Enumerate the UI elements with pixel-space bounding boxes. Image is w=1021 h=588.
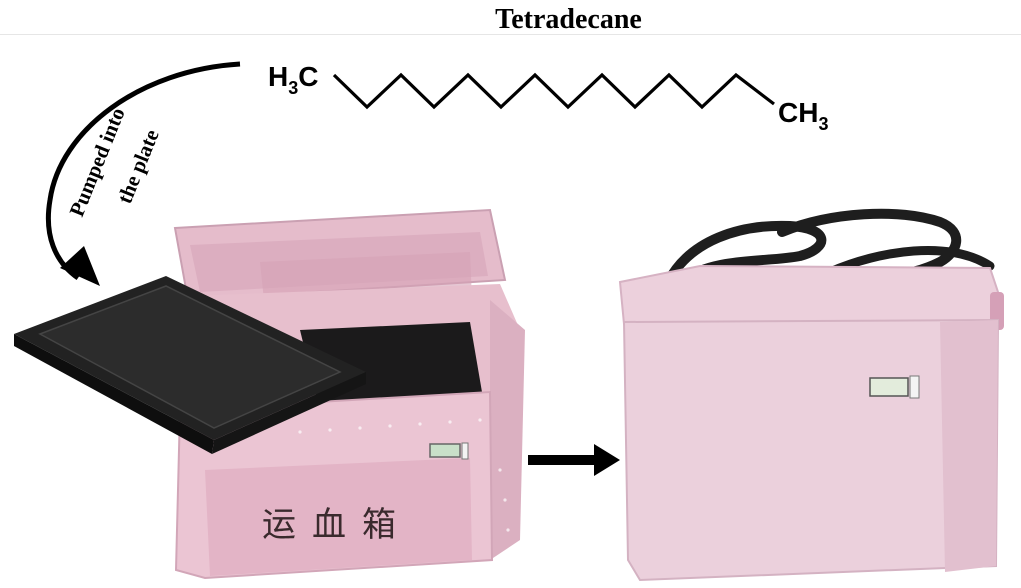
box-strap [663, 220, 827, 287]
figure-title: Tetradecane [495, 4, 642, 35]
closed-cooler-box [618, 208, 1004, 582]
box-label-panel [205, 458, 472, 576]
arrow-label-line2: the plate [112, 126, 163, 207]
curved-arrow-icon [45, 61, 241, 281]
right-arrow-icon [594, 444, 620, 476]
closed-box-lid [618, 264, 1002, 326]
tetradecane-structure: H3C CH3 [268, 61, 828, 134]
left-methyl-label: H3C [268, 61, 318, 98]
title-divider [0, 34, 1021, 35]
cold-storage-plate [14, 276, 366, 454]
curved-arrow-head [60, 246, 100, 286]
carbon-chain [332, 72, 775, 110]
box-chinese-label: 运血箱 [262, 505, 412, 545]
transition-arrow [528, 444, 620, 476]
closed-box-thermometer-display-icon [869, 377, 909, 397]
thermometer-display-icon [429, 443, 461, 458]
right-methyl-label: CH3 [778, 97, 828, 134]
